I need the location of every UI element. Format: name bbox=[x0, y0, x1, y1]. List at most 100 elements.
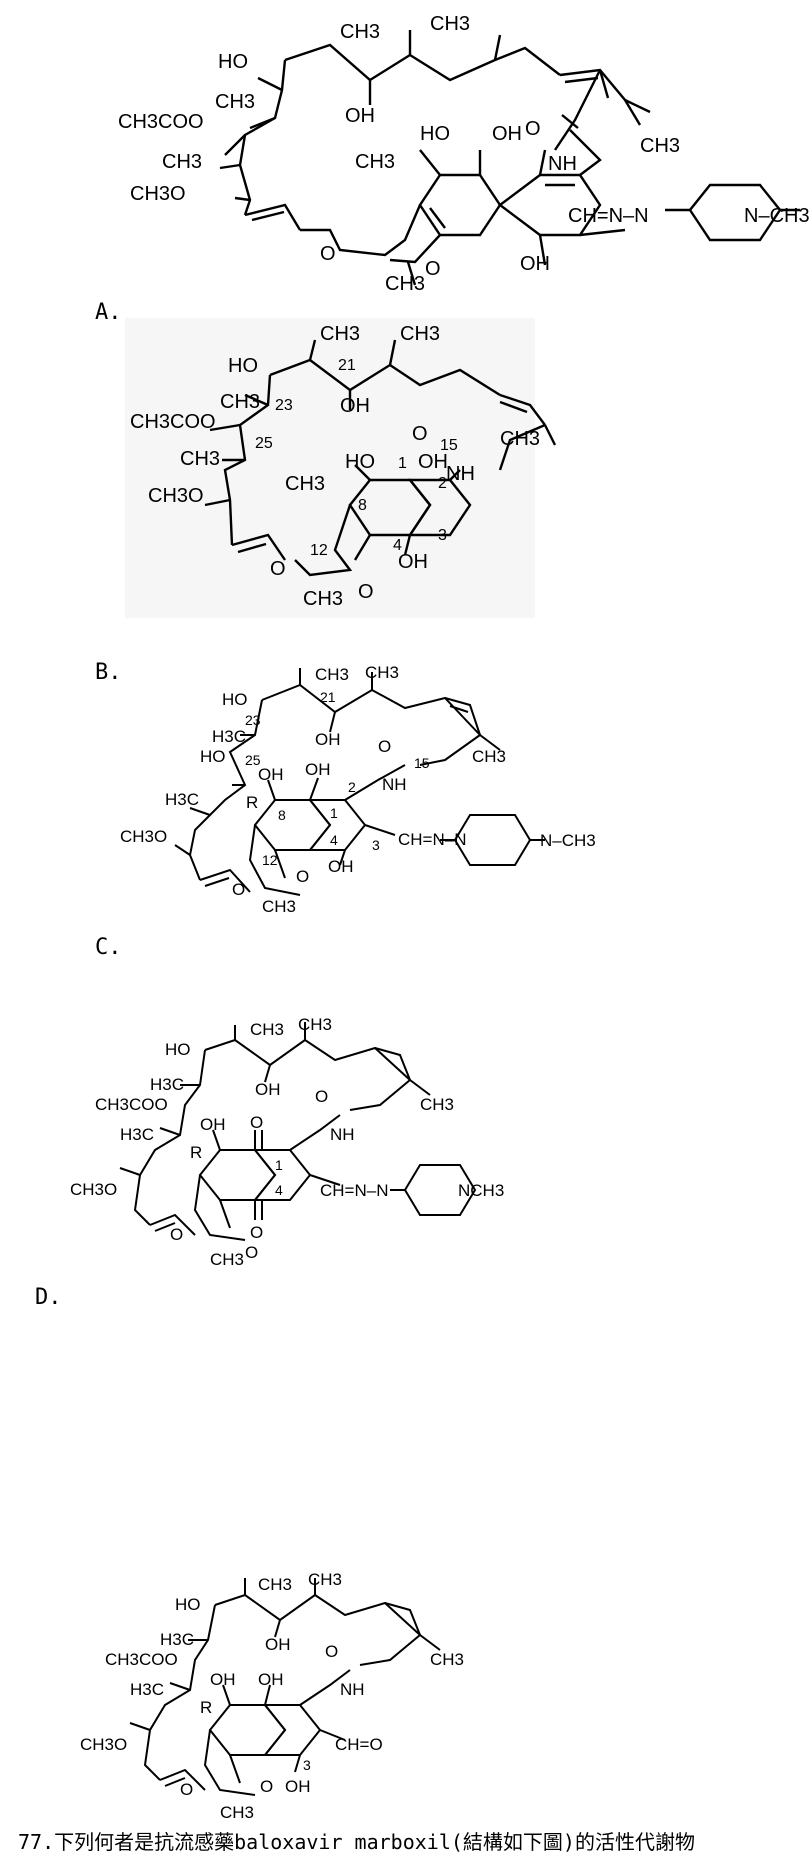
svg-text:O: O bbox=[250, 1223, 263, 1242]
option-b-label: B. bbox=[95, 660, 122, 685]
svg-text:CH3: CH3 bbox=[220, 1803, 254, 1822]
svg-text:3: 3 bbox=[438, 527, 447, 544]
svg-text:1: 1 bbox=[330, 805, 338, 821]
svg-text:15: 15 bbox=[414, 755, 430, 771]
svg-text:O: O bbox=[260, 1777, 273, 1796]
svg-text:4: 4 bbox=[330, 832, 338, 848]
svg-text:CH3: CH3 bbox=[258, 1575, 292, 1594]
svg-text:4: 4 bbox=[393, 537, 402, 554]
svg-text:8: 8 bbox=[278, 807, 286, 823]
svg-text:CH3: CH3 bbox=[355, 151, 395, 173]
svg-text:CH3: CH3 bbox=[298, 1015, 332, 1034]
svg-text:8: 8 bbox=[358, 497, 367, 514]
svg-text:H3C: H3C bbox=[165, 790, 199, 809]
svg-text:N–CH3: N–CH3 bbox=[540, 831, 596, 850]
svg-text:CH3: CH3 bbox=[430, 13, 470, 35]
svg-text:NH: NH bbox=[548, 153, 577, 175]
svg-text:OH: OH bbox=[398, 551, 428, 573]
svg-text:H3C: H3C bbox=[130, 1680, 164, 1699]
svg-text:CH3COO: CH3COO bbox=[130, 411, 216, 433]
svg-text:O: O bbox=[270, 558, 286, 580]
svg-text:CH3: CH3 bbox=[308, 1570, 342, 1589]
svg-text:CH3: CH3 bbox=[400, 323, 440, 345]
svg-text:CH=O: CH=O bbox=[335, 1735, 383, 1754]
svg-text:O: O bbox=[232, 880, 245, 899]
svg-text:H3C: H3C bbox=[160, 1630, 194, 1649]
svg-text:CH3: CH3 bbox=[430, 1650, 464, 1669]
svg-text:2: 2 bbox=[348, 779, 356, 795]
svg-text:CH3: CH3 bbox=[285, 473, 325, 495]
svg-text:O: O bbox=[315, 1087, 328, 1106]
svg-text:H3C: H3C bbox=[212, 727, 246, 746]
svg-text:1: 1 bbox=[275, 1157, 283, 1173]
structure-d-labels: CH3 CH3 HO H3C OH CH3COO O CH3 NH H3C OH… bbox=[80, 1570, 464, 1822]
svg-text:CH3: CH3 bbox=[500, 428, 540, 450]
svg-text:CH3: CH3 bbox=[640, 135, 680, 157]
svg-text:CH3O: CH3O bbox=[130, 183, 186, 205]
svg-text:OH: OH bbox=[520, 253, 550, 275]
svg-text:CH3: CH3 bbox=[303, 588, 343, 610]
svg-text:25: 25 bbox=[245, 752, 261, 768]
svg-text:H3C: H3C bbox=[120, 1125, 154, 1144]
structure-top-labels: CH3 CH3 HO CH3 CH3COO CH3 CH3O OH O CH3 … bbox=[118, 13, 809, 295]
svg-text:O: O bbox=[325, 1642, 338, 1661]
svg-text:OH: OH bbox=[328, 857, 354, 876]
svg-text:3: 3 bbox=[303, 1757, 311, 1773]
question-text: 77.下列何者是抗流感藥baloxavir marboxil(結構如下圖)的活性… bbox=[18, 1830, 695, 1854]
svg-text:OH: OH bbox=[305, 760, 331, 779]
svg-text:O: O bbox=[296, 867, 309, 886]
structure-a-labels: CH3 CH3 HO 21 CH3 23 CH3COO 25 CH3 CH3O … bbox=[130, 323, 540, 610]
structure-c bbox=[119, 1022, 477, 1241]
svg-text:CH=N–N: CH=N–N bbox=[398, 830, 467, 849]
structure-b-labels: CH3 CH3 HO 21 23 H3C OH HO 25 O 15 CH3 N… bbox=[120, 663, 596, 916]
svg-text:CH3: CH3 bbox=[315, 665, 349, 684]
svg-text:O: O bbox=[412, 423, 428, 445]
svg-text:CH3O: CH3O bbox=[80, 1735, 127, 1754]
svg-text:OH: OH bbox=[255, 1080, 281, 1099]
svg-text:NH: NH bbox=[330, 1125, 355, 1144]
structure-b bbox=[174, 668, 545, 896]
svg-text:HO: HO bbox=[165, 1040, 191, 1059]
svg-text:CH3: CH3 bbox=[250, 1020, 284, 1039]
svg-text:CH3: CH3 bbox=[385, 273, 425, 295]
option-a-label: A. bbox=[95, 300, 122, 325]
svg-text:12: 12 bbox=[262, 852, 278, 868]
structure-top bbox=[219, 30, 800, 286]
svg-text:O: O bbox=[180, 1780, 193, 1799]
svg-text:NH: NH bbox=[382, 775, 407, 794]
svg-text:R: R bbox=[190, 1143, 202, 1162]
structure-c-labels: CH3 CH3 HO H3C OH CH3COO O CH3 NH H3C OH… bbox=[70, 1015, 504, 1269]
svg-text:OH: OH bbox=[258, 765, 284, 784]
svg-text:O: O bbox=[245, 1243, 258, 1262]
svg-text:NH: NH bbox=[340, 1680, 365, 1699]
svg-text:CH3: CH3 bbox=[472, 747, 506, 766]
svg-text:CH3: CH3 bbox=[210, 1250, 244, 1269]
structure-a-background bbox=[125, 318, 535, 618]
svg-text:NH: NH bbox=[446, 463, 475, 485]
svg-text:HO: HO bbox=[420, 123, 450, 145]
svg-text:OH: OH bbox=[258, 1670, 284, 1689]
svg-text:O: O bbox=[250, 1113, 263, 1132]
svg-text:CH3: CH3 bbox=[162, 151, 202, 173]
svg-text:OH: OH bbox=[265, 1635, 291, 1654]
svg-text:CH3COO: CH3COO bbox=[95, 1095, 168, 1114]
svg-text:CH=N–N: CH=N–N bbox=[568, 205, 649, 227]
svg-text:21: 21 bbox=[320, 689, 336, 705]
svg-text:3: 3 bbox=[372, 837, 380, 853]
svg-text:HO: HO bbox=[200, 747, 226, 766]
svg-text:N–CH3: N–CH3 bbox=[744, 205, 809, 227]
svg-text:OH: OH bbox=[340, 395, 370, 417]
svg-text:OH: OH bbox=[345, 105, 375, 127]
svg-text:23: 23 bbox=[275, 397, 293, 414]
svg-text:CH3COO: CH3COO bbox=[118, 111, 204, 133]
svg-text:CH3COO: CH3COO bbox=[105, 1650, 178, 1669]
svg-text:R: R bbox=[200, 1698, 212, 1717]
svg-text:OH: OH bbox=[315, 730, 341, 749]
svg-text:CH3: CH3 bbox=[215, 91, 255, 113]
structure-d bbox=[129, 1578, 441, 1796]
svg-text:NCH3: NCH3 bbox=[458, 1181, 504, 1200]
svg-text:HO: HO bbox=[345, 451, 375, 473]
svg-text:O: O bbox=[170, 1225, 183, 1244]
svg-text:1: 1 bbox=[398, 455, 407, 472]
